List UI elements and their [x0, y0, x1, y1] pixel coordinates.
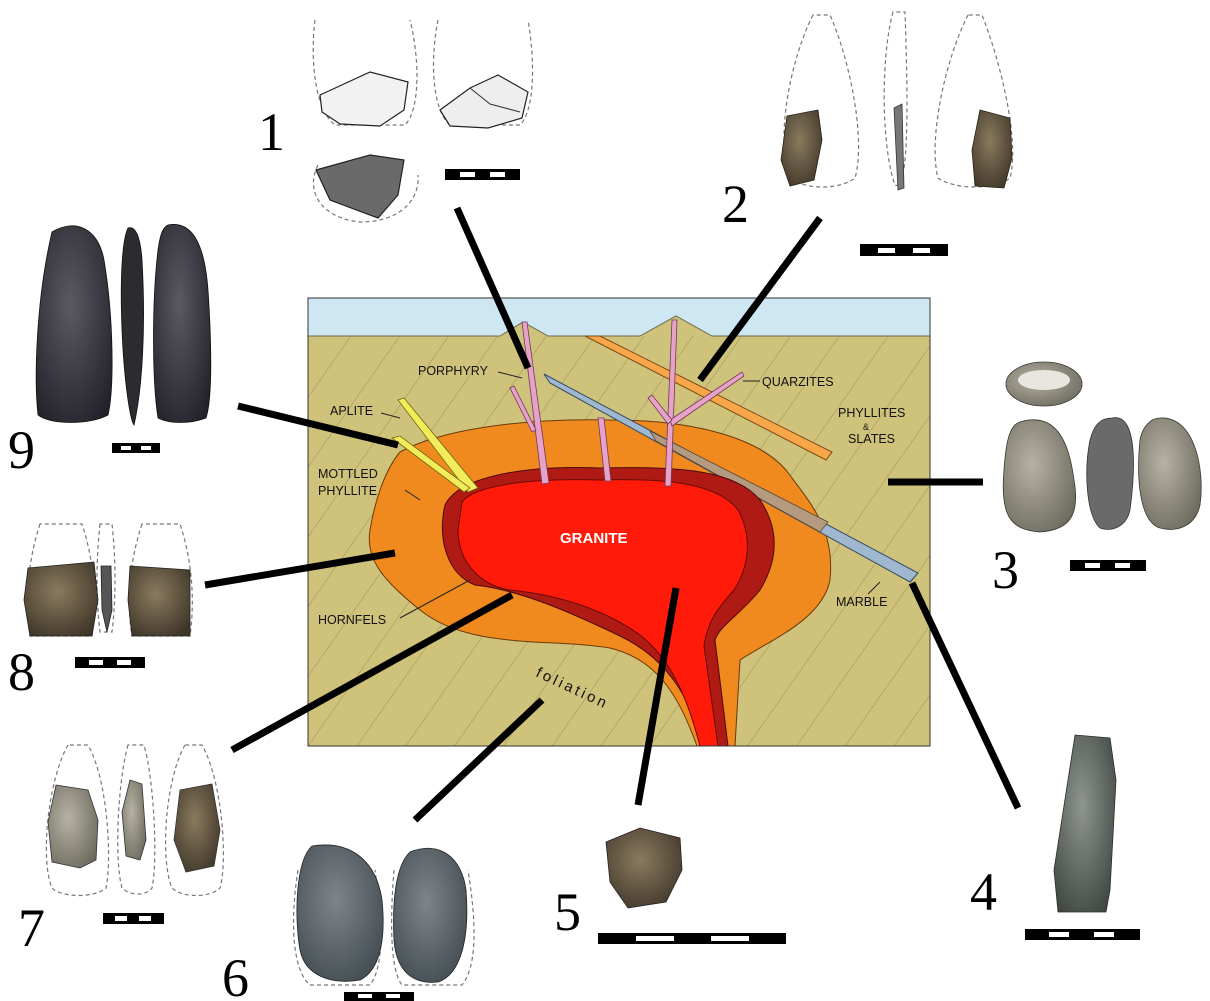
artifact-number-7: 7: [18, 898, 45, 958]
scale-bar-9: [112, 443, 160, 453]
artifact-8: [24, 524, 192, 668]
label-slates: SLATES: [848, 432, 895, 446]
artifact-number-4: 4: [970, 862, 997, 922]
label-hornfels: HORNFELS: [318, 613, 386, 627]
label-marble: MARBLE: [836, 595, 887, 609]
artifact-number-3: 3: [992, 540, 1019, 600]
artifact-number-5: 5: [554, 882, 581, 942]
artifact-number-1: 1: [258, 102, 285, 162]
label-aplite: APLITE: [330, 404, 373, 418]
scale-bar-1: [445, 169, 520, 180]
scale-bar-7: [103, 913, 164, 924]
label-phyllites: PHYLLITES: [838, 406, 905, 420]
artifact-6: [294, 845, 475, 1001]
label-granite: GRANITE: [560, 530, 628, 547]
artifact-9: [36, 224, 211, 453]
artifact-number-9: 9: [8, 420, 35, 480]
artifact-5: [598, 828, 786, 944]
artifact-1: [313, 20, 532, 222]
artifact-7: [46, 745, 223, 924]
artifact-4: [1025, 735, 1140, 940]
artifact-number-6: 6: [222, 948, 249, 1001]
artifact-number-8: 8: [8, 642, 35, 702]
label-mottled: MOTTLED: [318, 467, 378, 481]
scale-bar-5: [598, 933, 786, 944]
artifact-number-2: 2: [722, 174, 749, 234]
label-ampersand: &: [863, 422, 869, 432]
scale-bar-6: [344, 992, 414, 1001]
scale-bar-2: [860, 244, 948, 256]
scale-bar-3: [1070, 560, 1146, 571]
scale-bar-8: [75, 657, 145, 668]
cross-section: PORPHYRY QUARZITES PHYLLITES & SLATES AP…: [308, 298, 930, 746]
scale-bar-4: [1025, 929, 1140, 940]
label-quarzites: QUARZITES: [762, 375, 834, 389]
sky-layer: [308, 298, 930, 338]
label-porphyry: PORPHYRY: [418, 364, 489, 378]
artifact-3: [1003, 362, 1201, 571]
label-phyllite: PHYLLITE: [318, 484, 377, 498]
